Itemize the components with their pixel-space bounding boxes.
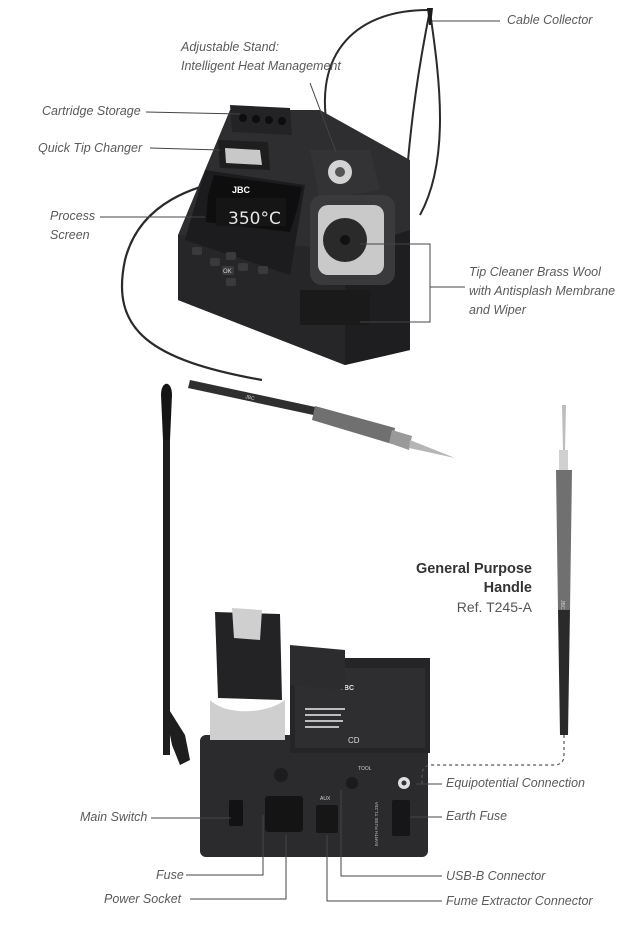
screen-temperature: 350°C xyxy=(228,209,281,229)
label-adjustable-stand: Adjustable Stand: Intelligent Heat Manag… xyxy=(181,38,341,76)
cd-mark: CD xyxy=(348,736,360,745)
soldering-handle-front: JBC xyxy=(188,380,455,458)
tool-port-label: TOOL xyxy=(358,766,372,772)
label-main-switch: Main Switch xyxy=(80,810,148,824)
station-front-view: 350°C JBC OK xyxy=(120,8,455,458)
label-tip-cleaner-line3: and Wiper xyxy=(469,303,526,317)
label-cable-collector: Cable Collector xyxy=(507,13,593,27)
label-earth-fuse: Earth Fuse xyxy=(446,809,508,823)
label-cartridge-storage: Cartridge Storage xyxy=(42,104,141,118)
label-adjustable-stand-line1: Adjustable Stand: xyxy=(181,40,279,54)
main-switch-rocker xyxy=(229,800,243,826)
label-fume-extractor-connector: Fume Extractor Connector xyxy=(446,894,593,908)
handle-caption: General Purpose Handle Ref. T245-A xyxy=(380,560,532,616)
aux-port-label: AUX xyxy=(320,796,331,802)
label-fuse: Fuse xyxy=(156,868,184,882)
label-equipotential-connection: Equipotential Connection xyxy=(446,776,585,790)
label-adjustable-stand-line2: Intelligent Heat Management xyxy=(181,59,341,73)
handle-title-line1: General Purpose xyxy=(415,561,532,577)
power-socket-shape xyxy=(265,796,303,832)
earth-fuse-panel-label: EARTH FUSE T1.25A xyxy=(374,802,379,846)
fume-extractor-port xyxy=(316,805,338,833)
label-process-screen-line1: Process xyxy=(50,209,96,223)
label-process-screen-line2: Screen xyxy=(50,228,90,242)
label-tip-cleaner-line2: with Antisplash Membrane xyxy=(469,284,616,298)
label-tip-cleaner-line1: Tip Cleaner Brass Wool xyxy=(469,265,601,279)
general-purpose-handle-illustration: JBC xyxy=(421,405,572,785)
station-brand-logo: JBC xyxy=(232,185,251,195)
callout-lines xyxy=(100,20,500,902)
handle-ref: Ref. T245-A xyxy=(456,599,532,615)
label-process-screen: Process Screen xyxy=(50,207,95,245)
keypad-ok-key: OK xyxy=(223,269,232,275)
handle-brand: JBC xyxy=(245,394,256,402)
label-usb-b-connector: USB-B Connector xyxy=(446,869,546,883)
back-brand-logo: JBC xyxy=(340,685,354,692)
handle-title-line2: Handle xyxy=(483,580,532,596)
label-power-socket: Power Socket xyxy=(104,892,182,906)
label-quick-tip-changer: Quick Tip Changer xyxy=(38,141,143,155)
usb-b-port-shape xyxy=(346,777,358,789)
side-handle-brand: JBC xyxy=(559,600,565,610)
station-back-view: JBC CD AUX TOOL EARTH FUSE T1.25A xyxy=(161,383,430,857)
label-tip-cleaner: Tip Cleaner Brass Wool with Antisplash M… xyxy=(469,263,615,320)
earth-fuse-holder xyxy=(392,800,410,836)
